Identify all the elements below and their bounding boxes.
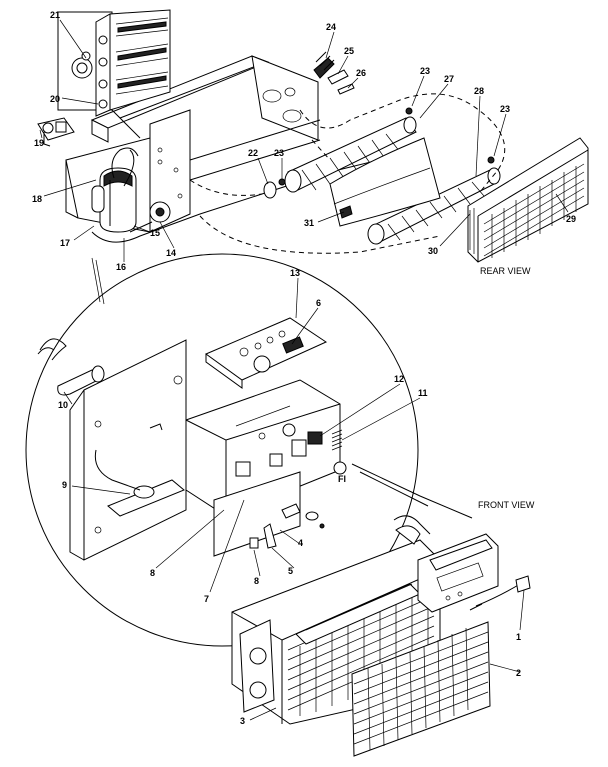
callout-19: 19 xyxy=(34,138,44,148)
callout-4: 4 xyxy=(298,538,303,548)
capacitor-10 xyxy=(37,338,105,396)
callout-23a: 23 xyxy=(274,148,284,158)
callout-18: 18 xyxy=(32,194,42,204)
callout-8a: 8 xyxy=(150,568,155,578)
control-panel-13 xyxy=(204,317,328,389)
control-box-housing xyxy=(185,379,347,517)
callout-28: 28 xyxy=(474,86,484,96)
callout-9: 9 xyxy=(62,480,67,490)
callout-10: 10 xyxy=(58,400,68,410)
callout-29: 29 xyxy=(566,214,576,224)
callout-24: 24 xyxy=(326,22,336,32)
motor-switch-9 xyxy=(94,449,185,517)
rear-view-label: REAR VIEW xyxy=(480,266,531,276)
callout-26: 26 xyxy=(356,68,366,78)
capacitor xyxy=(91,185,105,213)
callout-5: 5 xyxy=(288,566,293,576)
clip-23c xyxy=(487,156,495,164)
detail-circle xyxy=(25,253,419,647)
callout-6: 6 xyxy=(316,298,321,308)
blower-wheel-27 xyxy=(284,116,417,193)
callout-16: 16 xyxy=(116,262,126,272)
callout-30: 30 xyxy=(428,246,438,256)
scroll-housing-31 xyxy=(329,137,441,227)
callout-7: 7 xyxy=(204,594,209,604)
callout-15: 15 xyxy=(150,228,160,238)
power-cord-1 xyxy=(469,575,531,611)
front-grille-2 xyxy=(351,621,491,757)
callout-31: 31 xyxy=(304,218,314,228)
fan-motor-small xyxy=(149,201,171,223)
compressor xyxy=(99,147,139,233)
callout-17: 17 xyxy=(60,238,70,248)
panel-marking: Fl xyxy=(338,474,346,484)
callout-2: 2 xyxy=(516,668,521,678)
blower-wheel-28 xyxy=(367,167,501,245)
callout-3: 3 xyxy=(240,716,245,726)
callout-1: 1 xyxy=(516,632,521,642)
callout-22: 22 xyxy=(248,148,258,158)
callout-25: 25 xyxy=(344,46,354,56)
callout-11: 11 xyxy=(418,388,428,398)
callout-20: 20 xyxy=(50,94,60,104)
leader-lines xyxy=(39,19,569,721)
callout-12: 12 xyxy=(394,374,404,384)
callout-23c: 23 xyxy=(500,104,510,114)
callout-8b: 8 xyxy=(254,576,259,586)
clip-23a xyxy=(405,107,413,115)
callout-13: 13 xyxy=(290,268,300,278)
relay-19 xyxy=(37,117,75,147)
rear-grille xyxy=(467,137,589,263)
heater-11 xyxy=(331,429,343,451)
callout-27: 27 xyxy=(444,74,454,84)
lower-bracket xyxy=(213,471,325,557)
callout-23b: 23 xyxy=(420,66,430,76)
terminal-block-inset xyxy=(57,9,171,139)
front-view-label: FRONT VIEW xyxy=(478,500,535,510)
front-control-panel xyxy=(393,515,499,613)
callout-21: 21 xyxy=(50,10,60,20)
callout-14: 14 xyxy=(166,248,176,258)
